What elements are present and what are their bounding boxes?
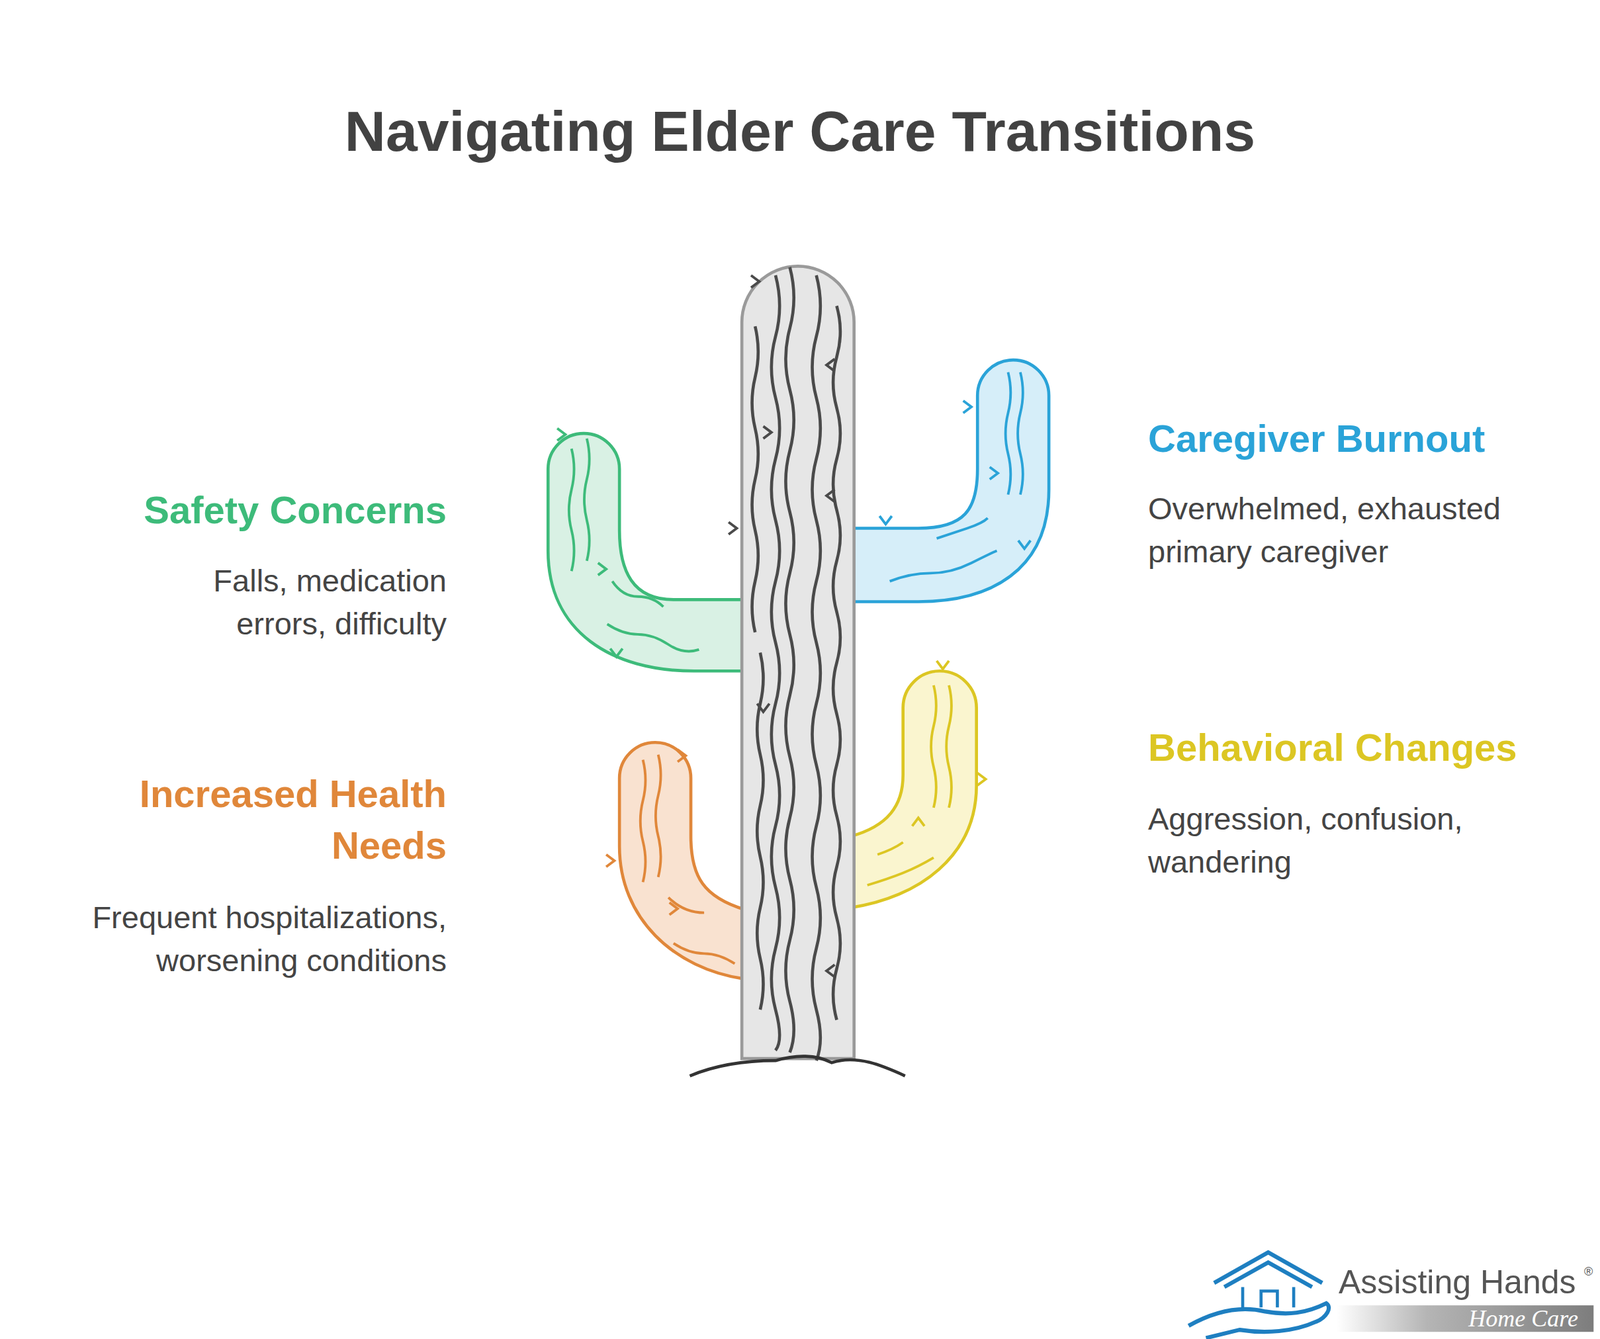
- arm-texture: [889, 372, 1023, 582]
- category-description: Overwhelmed, exhausted primary caregiver: [1148, 487, 1559, 574]
- yellow-arm: [850, 661, 986, 908]
- arm-shape: [547, 433, 746, 671]
- category-heading: Increased Health Needs: [102, 768, 447, 872]
- brand-name: Assisting Hands: [1338, 1262, 1577, 1303]
- arm-shape: [850, 359, 1049, 602]
- spine: [728, 275, 835, 978]
- house-body: [1242, 1287, 1294, 1311]
- category-description: Falls, medication errors, difficulty: [162, 559, 447, 646]
- category-heading: Behavioral Changes: [1148, 724, 1579, 771]
- category-description: Frequent hospitalizations, worsening con…: [23, 895, 447, 982]
- brand-bar: [1336, 1305, 1594, 1333]
- spine: [557, 428, 623, 657]
- category-heading: Caregiver Burnout: [1148, 415, 1579, 462]
- trunk-texture: [752, 267, 841, 1061]
- arm-texture: [640, 755, 736, 965]
- arm-texture: [569, 438, 700, 652]
- diagram-title: Navigating Elder Care Transitions: [0, 97, 1600, 165]
- arm-shape: [619, 742, 746, 980]
- ground-line: [690, 1056, 906, 1077]
- orange-arm: [606, 742, 746, 980]
- registered-mark: ®: [1584, 1265, 1593, 1279]
- spine: [912, 661, 986, 827]
- blue-arm: [850, 359, 1049, 602]
- hand-shape: [1188, 1303, 1329, 1338]
- logo-mark: [1188, 1252, 1594, 1338]
- category-description: Aggression, confusion, wandering: [1148, 797, 1503, 884]
- brand-tagline: Home Care: [1402, 1305, 1579, 1333]
- cactus-trunk: [690, 266, 906, 1076]
- arm-shape: [850, 670, 977, 908]
- arm-texture: [867, 685, 952, 886]
- house-roof: [1214, 1252, 1323, 1288]
- green-arm: [547, 428, 746, 671]
- category-heading: Safety Concerns: [102, 487, 447, 534]
- spine: [606, 749, 686, 916]
- spine: [879, 400, 1031, 550]
